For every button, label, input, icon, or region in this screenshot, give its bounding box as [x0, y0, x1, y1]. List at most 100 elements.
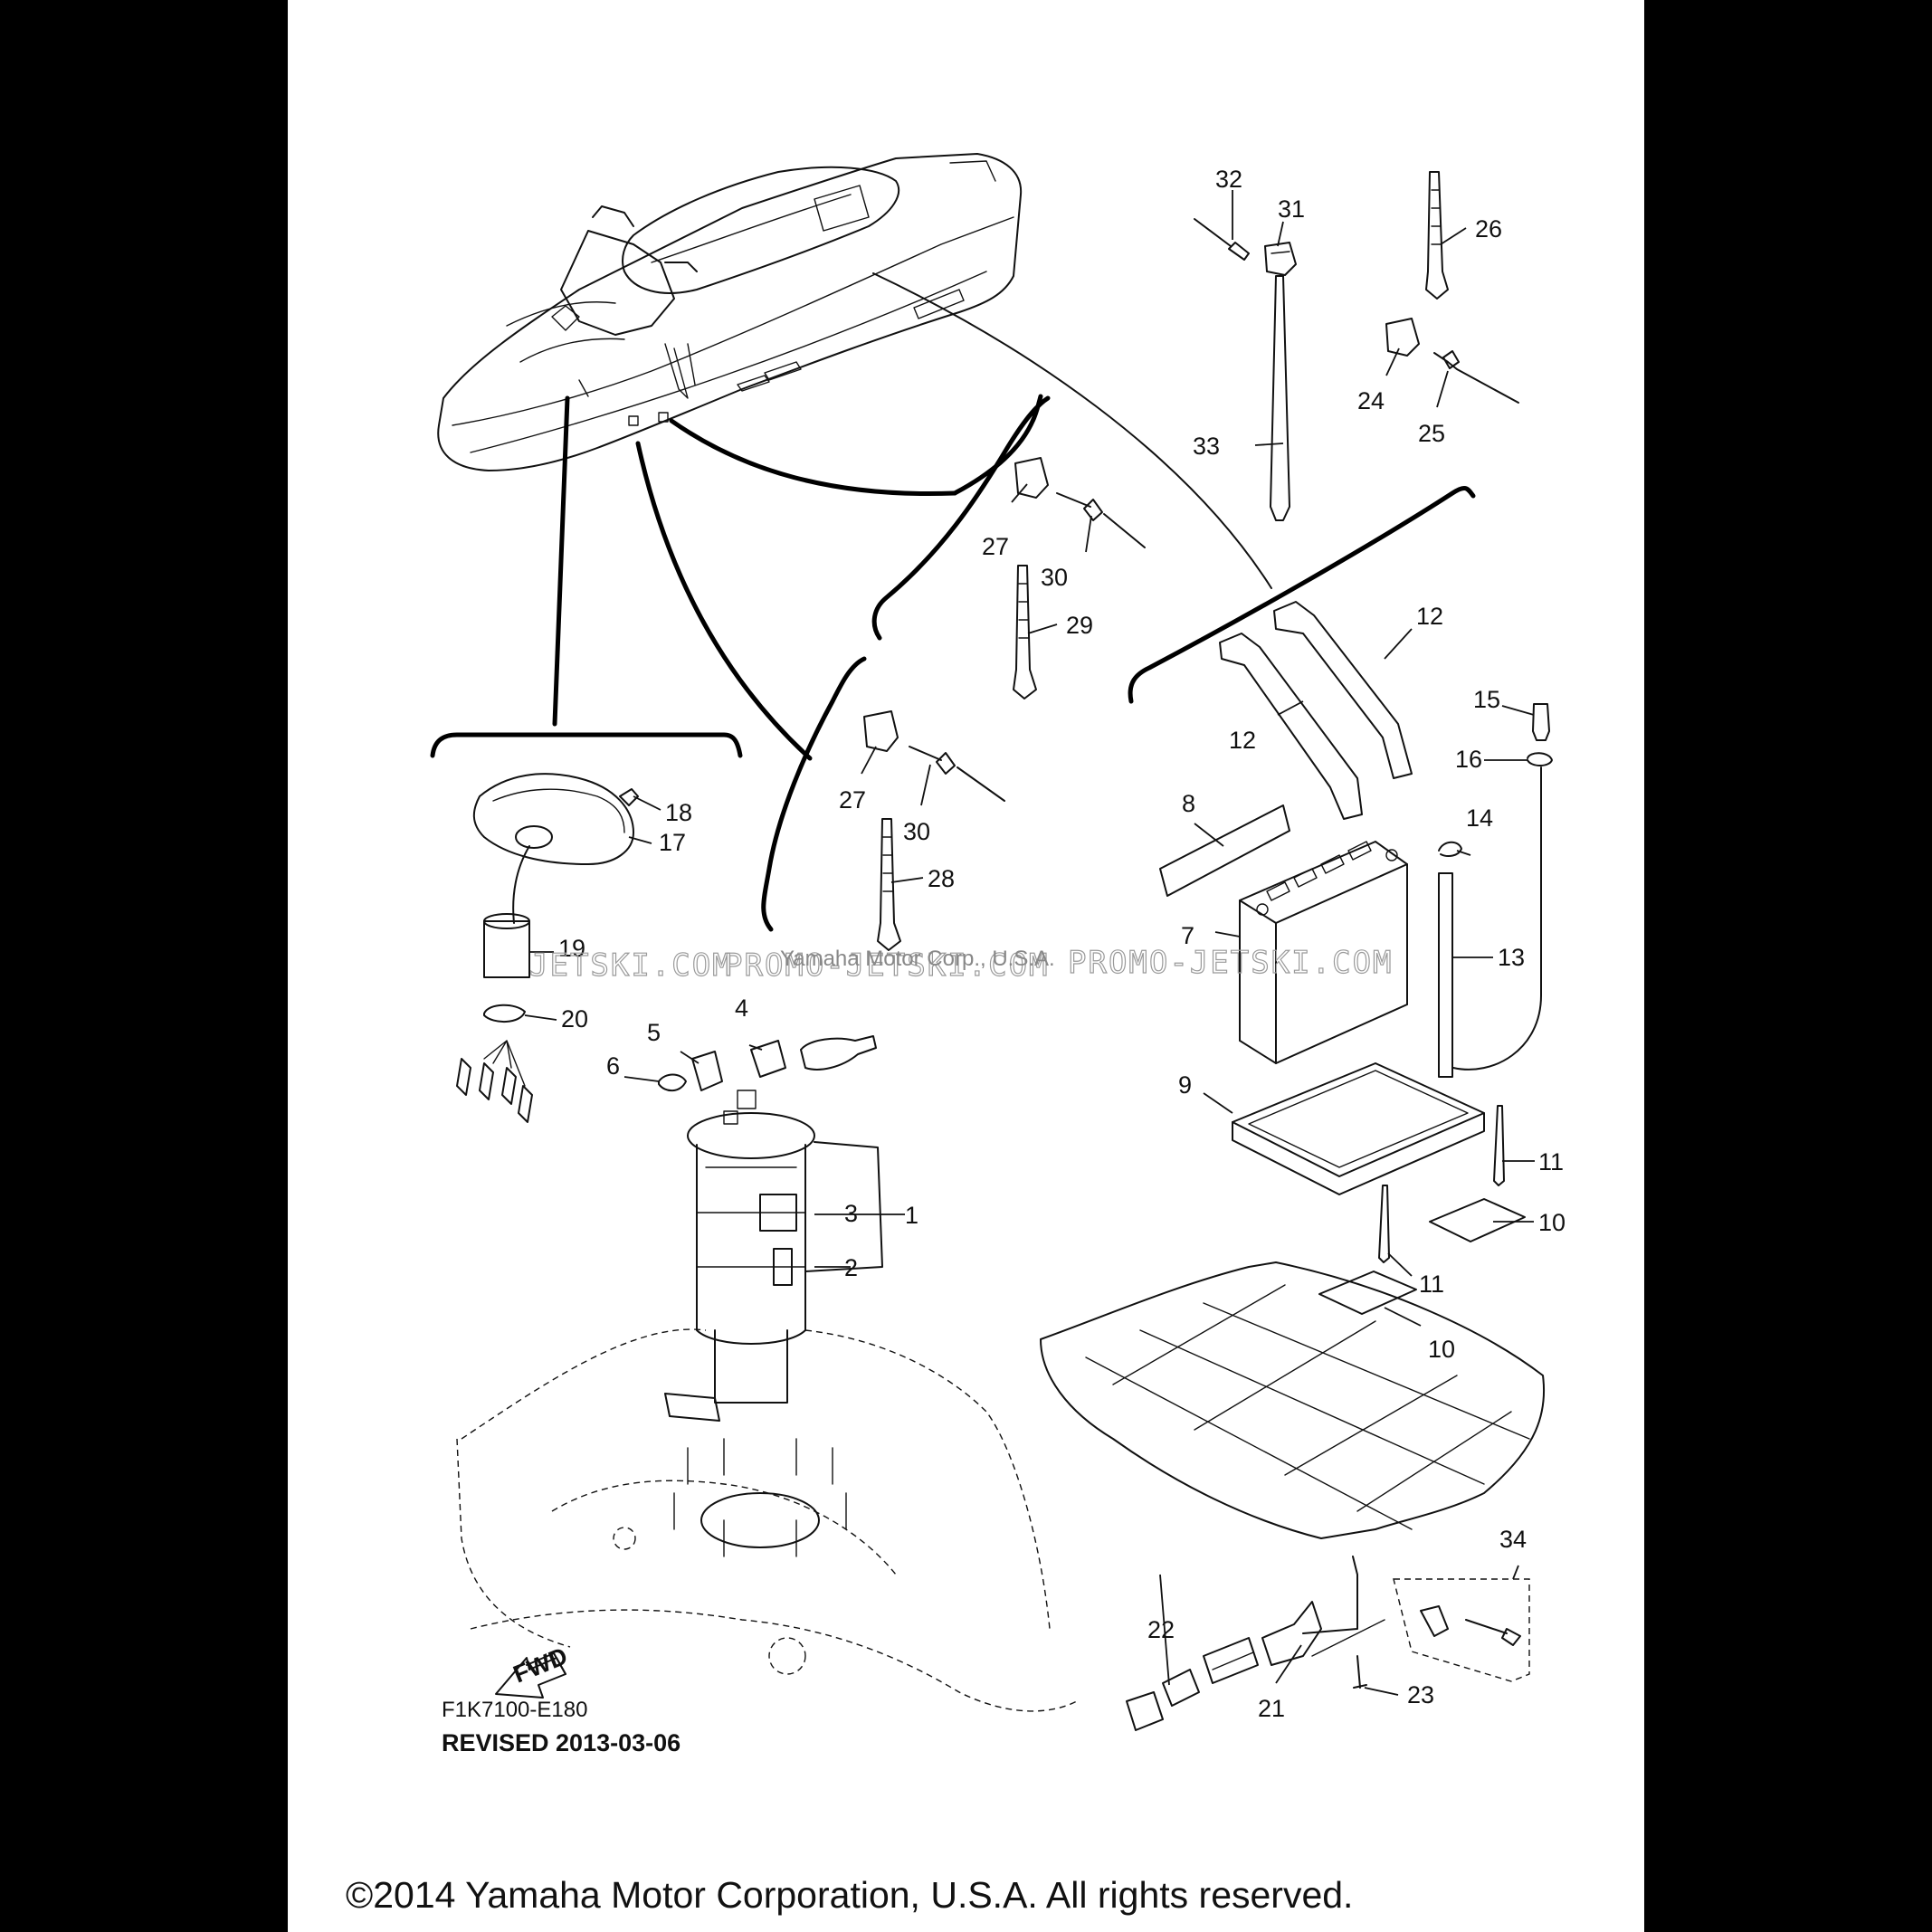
callout-32: 32 — [1215, 166, 1242, 193]
callout-8: 8 — [1182, 790, 1195, 817]
fitting-15 — [1532, 703, 1550, 741]
filter-19 — [483, 920, 530, 978]
callout-labels: 32 31 26 24 25 33 27 30 29 12 12 15 16 2… — [558, 166, 1566, 1722]
cable-tie-33 — [1270, 275, 1290, 521]
callout-9: 9 — [1178, 1071, 1192, 1099]
callout-4: 4 — [735, 995, 748, 1022]
clamp-6 — [658, 1073, 687, 1092]
sender-cover-17 — [472, 773, 634, 865]
revised-date: REVISED 2013-03-06 — [442, 1729, 680, 1756]
sensor-lead — [1302, 1556, 1358, 1634]
holder-10-lower — [1318, 1271, 1417, 1315]
callout-30-lower: 30 — [903, 818, 930, 845]
callout-11-lower: 11 — [1419, 1271, 1444, 1298]
fuel-fitting — [800, 1035, 877, 1071]
bracket-clips-lower — [761, 656, 867, 932]
clip-24 — [1385, 318, 1420, 357]
pump-foot — [664, 1393, 720, 1422]
group-brackets — [430, 395, 1476, 932]
callout-18: 18 — [665, 799, 692, 826]
callout-27-lower: 27 — [839, 786, 866, 814]
sensor-group — [1126, 1556, 1530, 1731]
callout-2: 2 — [844, 1254, 858, 1281]
leader-lines — [524, 190, 1535, 1696]
pump-lower — [714, 1329, 788, 1404]
fwd-label: FWD — [509, 1642, 571, 1689]
kit-34-box — [1393, 1578, 1530, 1682]
callout-27-upper: 27 — [982, 533, 1009, 560]
callout-22: 22 — [1147, 1616, 1175, 1643]
watermark-right: PROMO-JETSKI.COM — [1068, 945, 1394, 981]
callout-12-upper: 12 — [1416, 603, 1443, 630]
clip-27-lower — [863, 710, 899, 752]
callout-30-upper: 30 — [1041, 564, 1068, 591]
watermark-overlay: Yamaha Motor Corp., U.S.A. — [780, 947, 1055, 971]
clamp-20 — [483, 1004, 526, 1023]
clamp-16 — [1527, 752, 1553, 766]
callout-3: 3 — [844, 1200, 858, 1227]
rivet-pin-25 — [1433, 350, 1519, 404]
clip-27-upper — [1014, 457, 1049, 499]
diagram-code: F1K7100-E180 — [442, 1698, 587, 1722]
callout-11-upper: 11 — [1538, 1148, 1564, 1175]
tank-studs — [673, 1438, 847, 1557]
clip-31 — [1264, 242, 1297, 276]
nut-22-cap — [1126, 1691, 1164, 1731]
callout-5: 5 — [647, 1019, 661, 1046]
breather-hose — [1452, 766, 1542, 1071]
clip-group-middle — [863, 457, 1146, 951]
cap-4 — [750, 1040, 786, 1078]
callout-16: 16 — [1455, 746, 1482, 773]
watermark-center: PROMO-JETSKI.COM — [724, 947, 1050, 984]
callout-10-lower: 10 — [1428, 1336, 1455, 1363]
fwd-arrow: FWD — [495, 1642, 571, 1699]
screw-23 — [1353, 1655, 1367, 1689]
callout-24: 24 — [1357, 387, 1385, 414]
callout-26: 26 — [1475, 215, 1502, 243]
battery-pad-8 — [1159, 804, 1290, 897]
sensor-body — [1203, 1637, 1259, 1684]
cradle-outline — [1040, 1261, 1546, 1539]
rivet-pin-30-lower — [909, 746, 1005, 802]
screw-18 — [619, 788, 639, 806]
cable-tie-28 — [877, 818, 901, 951]
fuel-pump-group — [456, 1035, 1078, 1712]
callout-25: 25 — [1418, 420, 1445, 447]
callout-12-lower: 12 — [1229, 727, 1256, 754]
vent-hose-13 — [1438, 872, 1453, 1078]
pump-2 — [773, 1248, 793, 1286]
rivet-pin-32 — [1194, 218, 1250, 261]
callout-33: 33 — [1193, 433, 1220, 460]
callout-7: 7 — [1181, 922, 1194, 949]
callout-20: 20 — [561, 1005, 588, 1033]
callout-14: 14 — [1466, 804, 1493, 832]
tank-opening — [700, 1492, 820, 1548]
connector-lines — [552, 272, 1272, 761]
watermark-left: JETSKI.COM — [529, 947, 733, 984]
fuel-tank-dashed — [456, 1328, 1051, 1648]
battery-group — [1159, 601, 1553, 1315]
pump-3 — [759, 1194, 797, 1232]
rivet-pin-30-upper — [1056, 492, 1146, 548]
copyright-notice: ©2014 Yamaha Motor Corporation, U.S.A. A… — [346, 1874, 1353, 1916]
connector-harness — [456, 1058, 533, 1123]
pin-11-lower — [1378, 1185, 1390, 1263]
callout-19: 19 — [558, 935, 585, 962]
bracket-clips-upper — [871, 395, 1051, 641]
callout-17: 17 — [659, 829, 686, 856]
callout-34: 34 — [1499, 1526, 1527, 1553]
bracket-21 — [1261, 1601, 1322, 1666]
callout-31: 31 — [1278, 195, 1305, 223]
callout-29: 29 — [1066, 612, 1093, 639]
callout-15: 15 — [1473, 686, 1500, 713]
hull-dashed — [470, 1609, 1078, 1712]
holder-10-upper — [1429, 1198, 1526, 1242]
pump-bracket-line — [804, 1141, 883, 1272]
cable-tie-29 — [1013, 565, 1037, 700]
watermark: JETSKI.COM PROMO-JETSKI.COM PROMO-JETSKI… — [528, 944, 1394, 984]
nut-22 — [1162, 1669, 1200, 1707]
pin-11-upper — [1493, 1105, 1505, 1186]
callout-6: 6 — [606, 1052, 620, 1080]
